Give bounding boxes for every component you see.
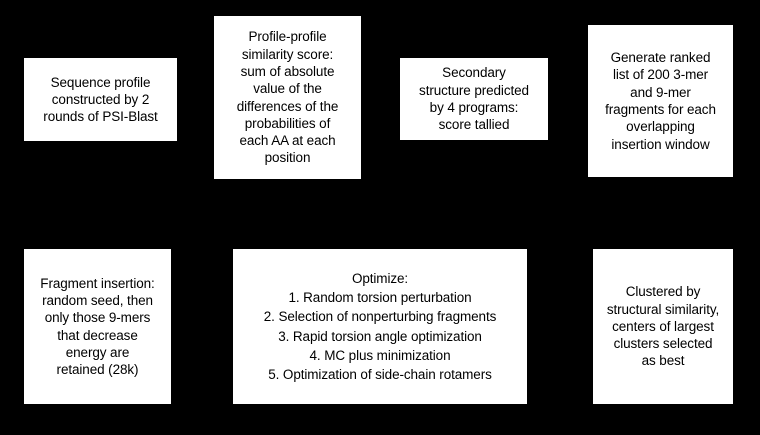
node-optimize-label: Optimize: 1. Random torsion perturbation… — [263, 271, 497, 382]
node-sequence-profile-label: Sequence profile constructed by 2 rounds… — [43, 74, 158, 125]
node-optimize: Optimize: 1. Random torsion perturbation… — [233, 249, 527, 404]
node-fragment-library-generation: Generate ranked list of 200 3-mer and 9-… — [588, 25, 733, 177]
node-profile-similarity-score-label: Profile-profile similarity score: sum of… — [236, 29, 339, 166]
node-fragment-library-generation-label: Generate ranked list of 200 3-mer and 9-… — [605, 50, 716, 152]
node-profile-similarity-score: Profile-profile similarity score: sum of… — [214, 16, 361, 179]
node-clustering-label: Clustered by structural similarity, cent… — [606, 284, 720, 369]
node-fragment-insertion: Fragment insertion: random seed, then on… — [24, 249, 171, 404]
node-clustering: Clustered by structural similarity, cent… — [593, 249, 733, 404]
node-secondary-structure-prediction-label: Secondary structure predicted by 4 progr… — [419, 65, 529, 133]
node-fragment-insertion-label: Fragment insertion: random seed, then on… — [40, 275, 155, 378]
node-secondary-structure-prediction: Secondary structure predicted by 4 progr… — [400, 58, 548, 140]
node-sequence-profile: Sequence profile constructed by 2 rounds… — [24, 58, 177, 141]
